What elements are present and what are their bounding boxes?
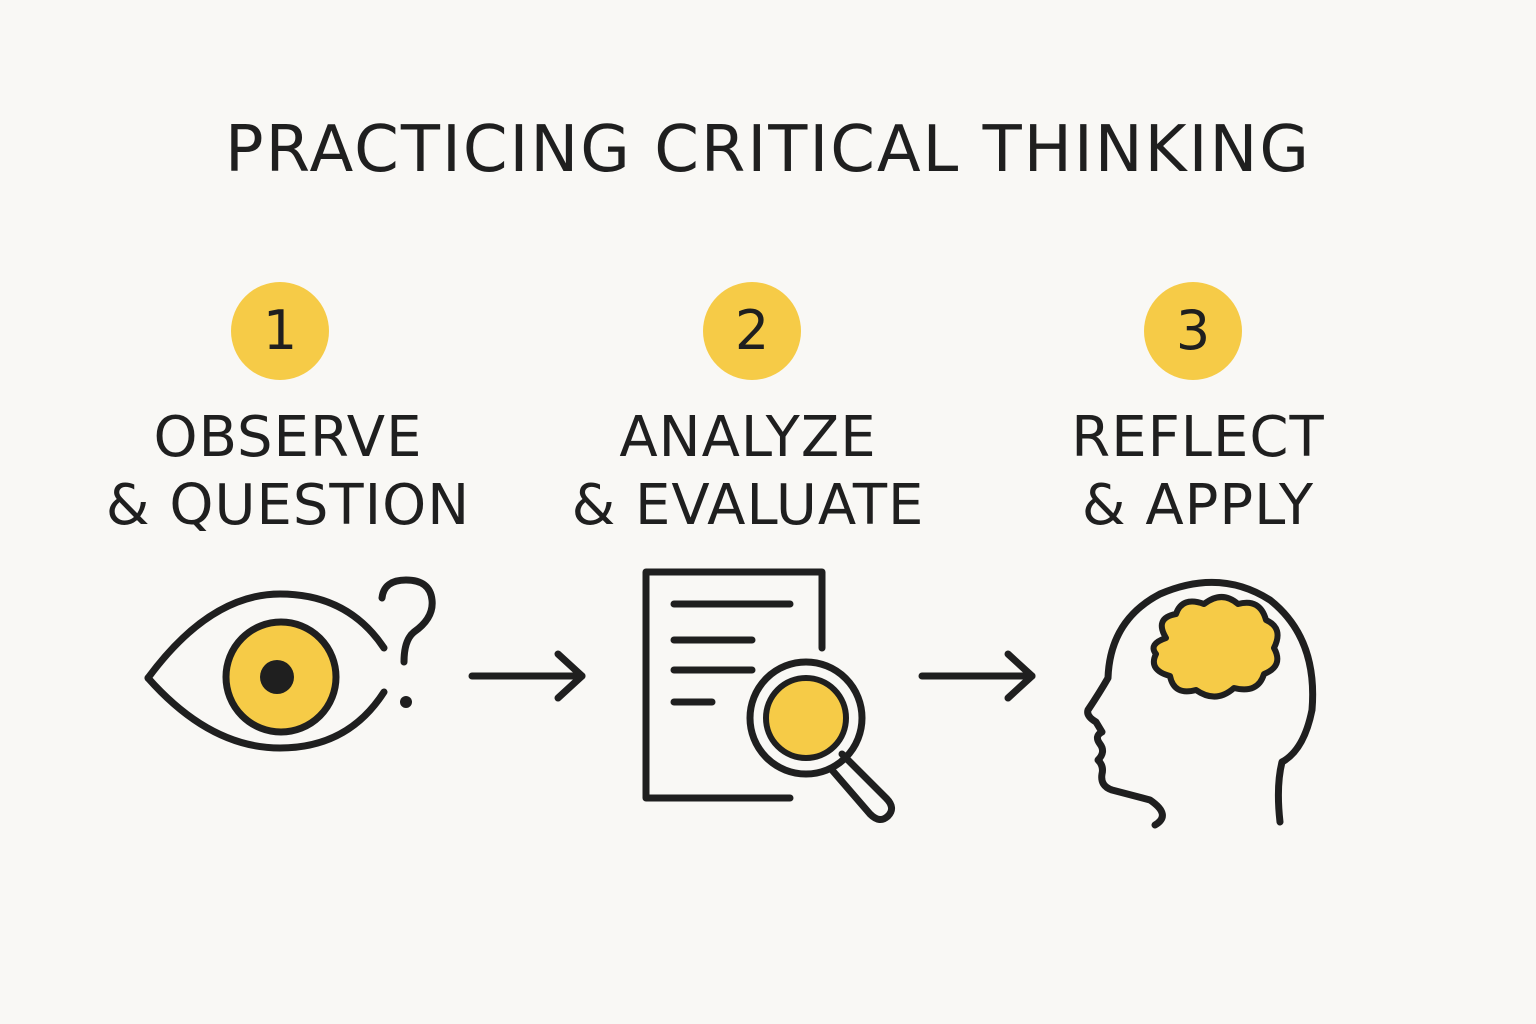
step-1-label: OBSERVE & QUESTION bbox=[78, 404, 498, 540]
step-2-label-line-1: ANALYZE bbox=[619, 405, 877, 470]
eye-with-question-mark-icon bbox=[144, 576, 436, 752]
step-3-number-badge: 3 bbox=[1144, 282, 1242, 380]
step-3-label-line-1: REFLECT bbox=[1071, 405, 1325, 470]
step-2-label: ANALYZE & EVALUATE bbox=[538, 404, 958, 540]
right-arrow-icon bbox=[918, 650, 1036, 702]
step-1-number-badge: 1 bbox=[231, 282, 329, 380]
document-with-magnifier-icon bbox=[642, 568, 895, 823]
step-3-label-line-2: & APPLY bbox=[1081, 473, 1315, 538]
step-2-number-badge: 2 bbox=[703, 282, 801, 380]
right-arrow-icon bbox=[468, 650, 586, 702]
step-3-label: REFLECT & APPLY bbox=[988, 404, 1408, 540]
head-with-brain-icon bbox=[1084, 578, 1317, 829]
page-title: PRACTICING CRITICAL THINKING bbox=[225, 113, 1311, 187]
step-1-label-line-1: OBSERVE bbox=[153, 405, 423, 470]
step-1-label-line-2: & QUESTION bbox=[105, 473, 471, 538]
step-2-label-line-2: & EVALUATE bbox=[571, 473, 925, 538]
